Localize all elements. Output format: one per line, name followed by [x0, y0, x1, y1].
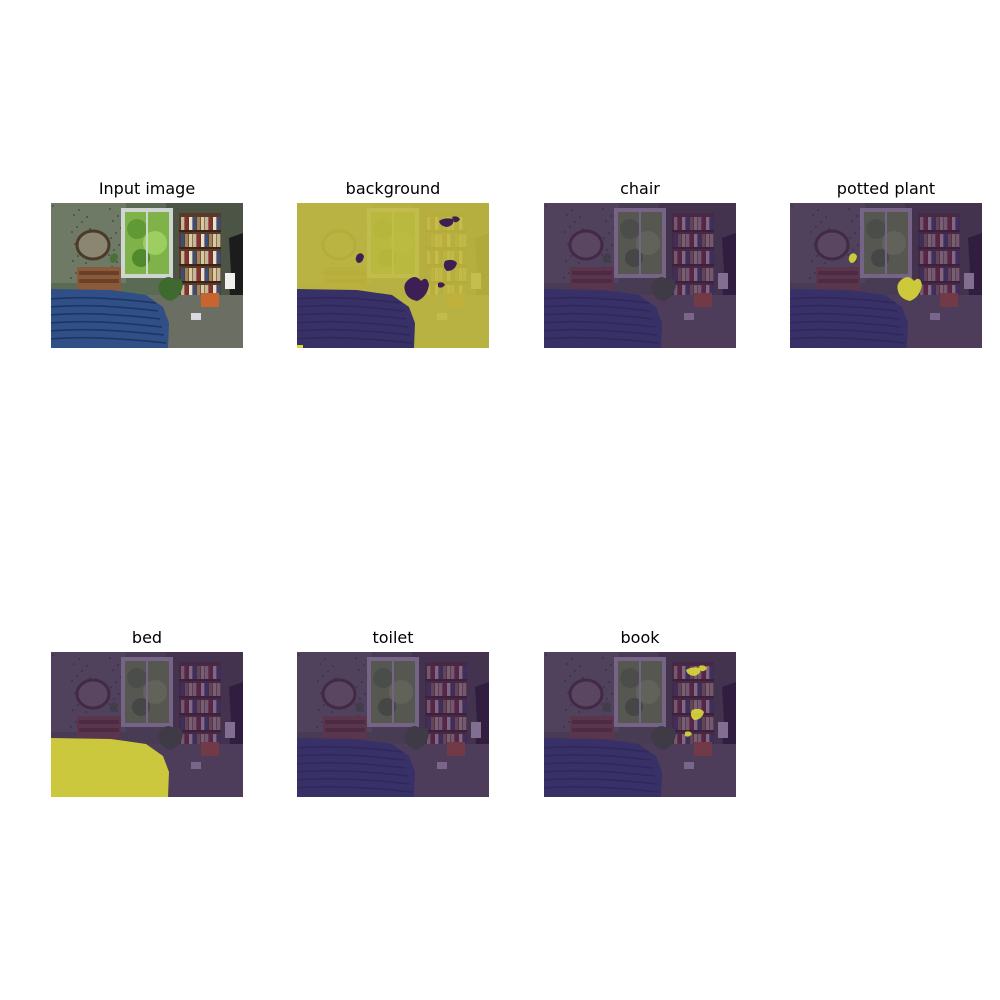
panel-title: Input image	[98, 179, 196, 198]
mask-overlay-background	[297, 203, 489, 348]
mask-overlay-book	[544, 652, 736, 797]
panel-title: bed	[131, 628, 163, 647]
panel-title: chair	[620, 179, 660, 198]
mask-overlay-toilet	[297, 652, 489, 797]
input-image	[51, 203, 243, 348]
panel-title: background	[345, 179, 441, 198]
panel-title: toilet	[372, 628, 414, 647]
mask-overlay-potted-plant	[790, 203, 982, 348]
mask-overlay-chair	[544, 203, 736, 348]
mask-overlay-bed	[51, 652, 243, 797]
panel-title: potted plant	[836, 179, 936, 198]
panel-title: book	[620, 628, 660, 647]
